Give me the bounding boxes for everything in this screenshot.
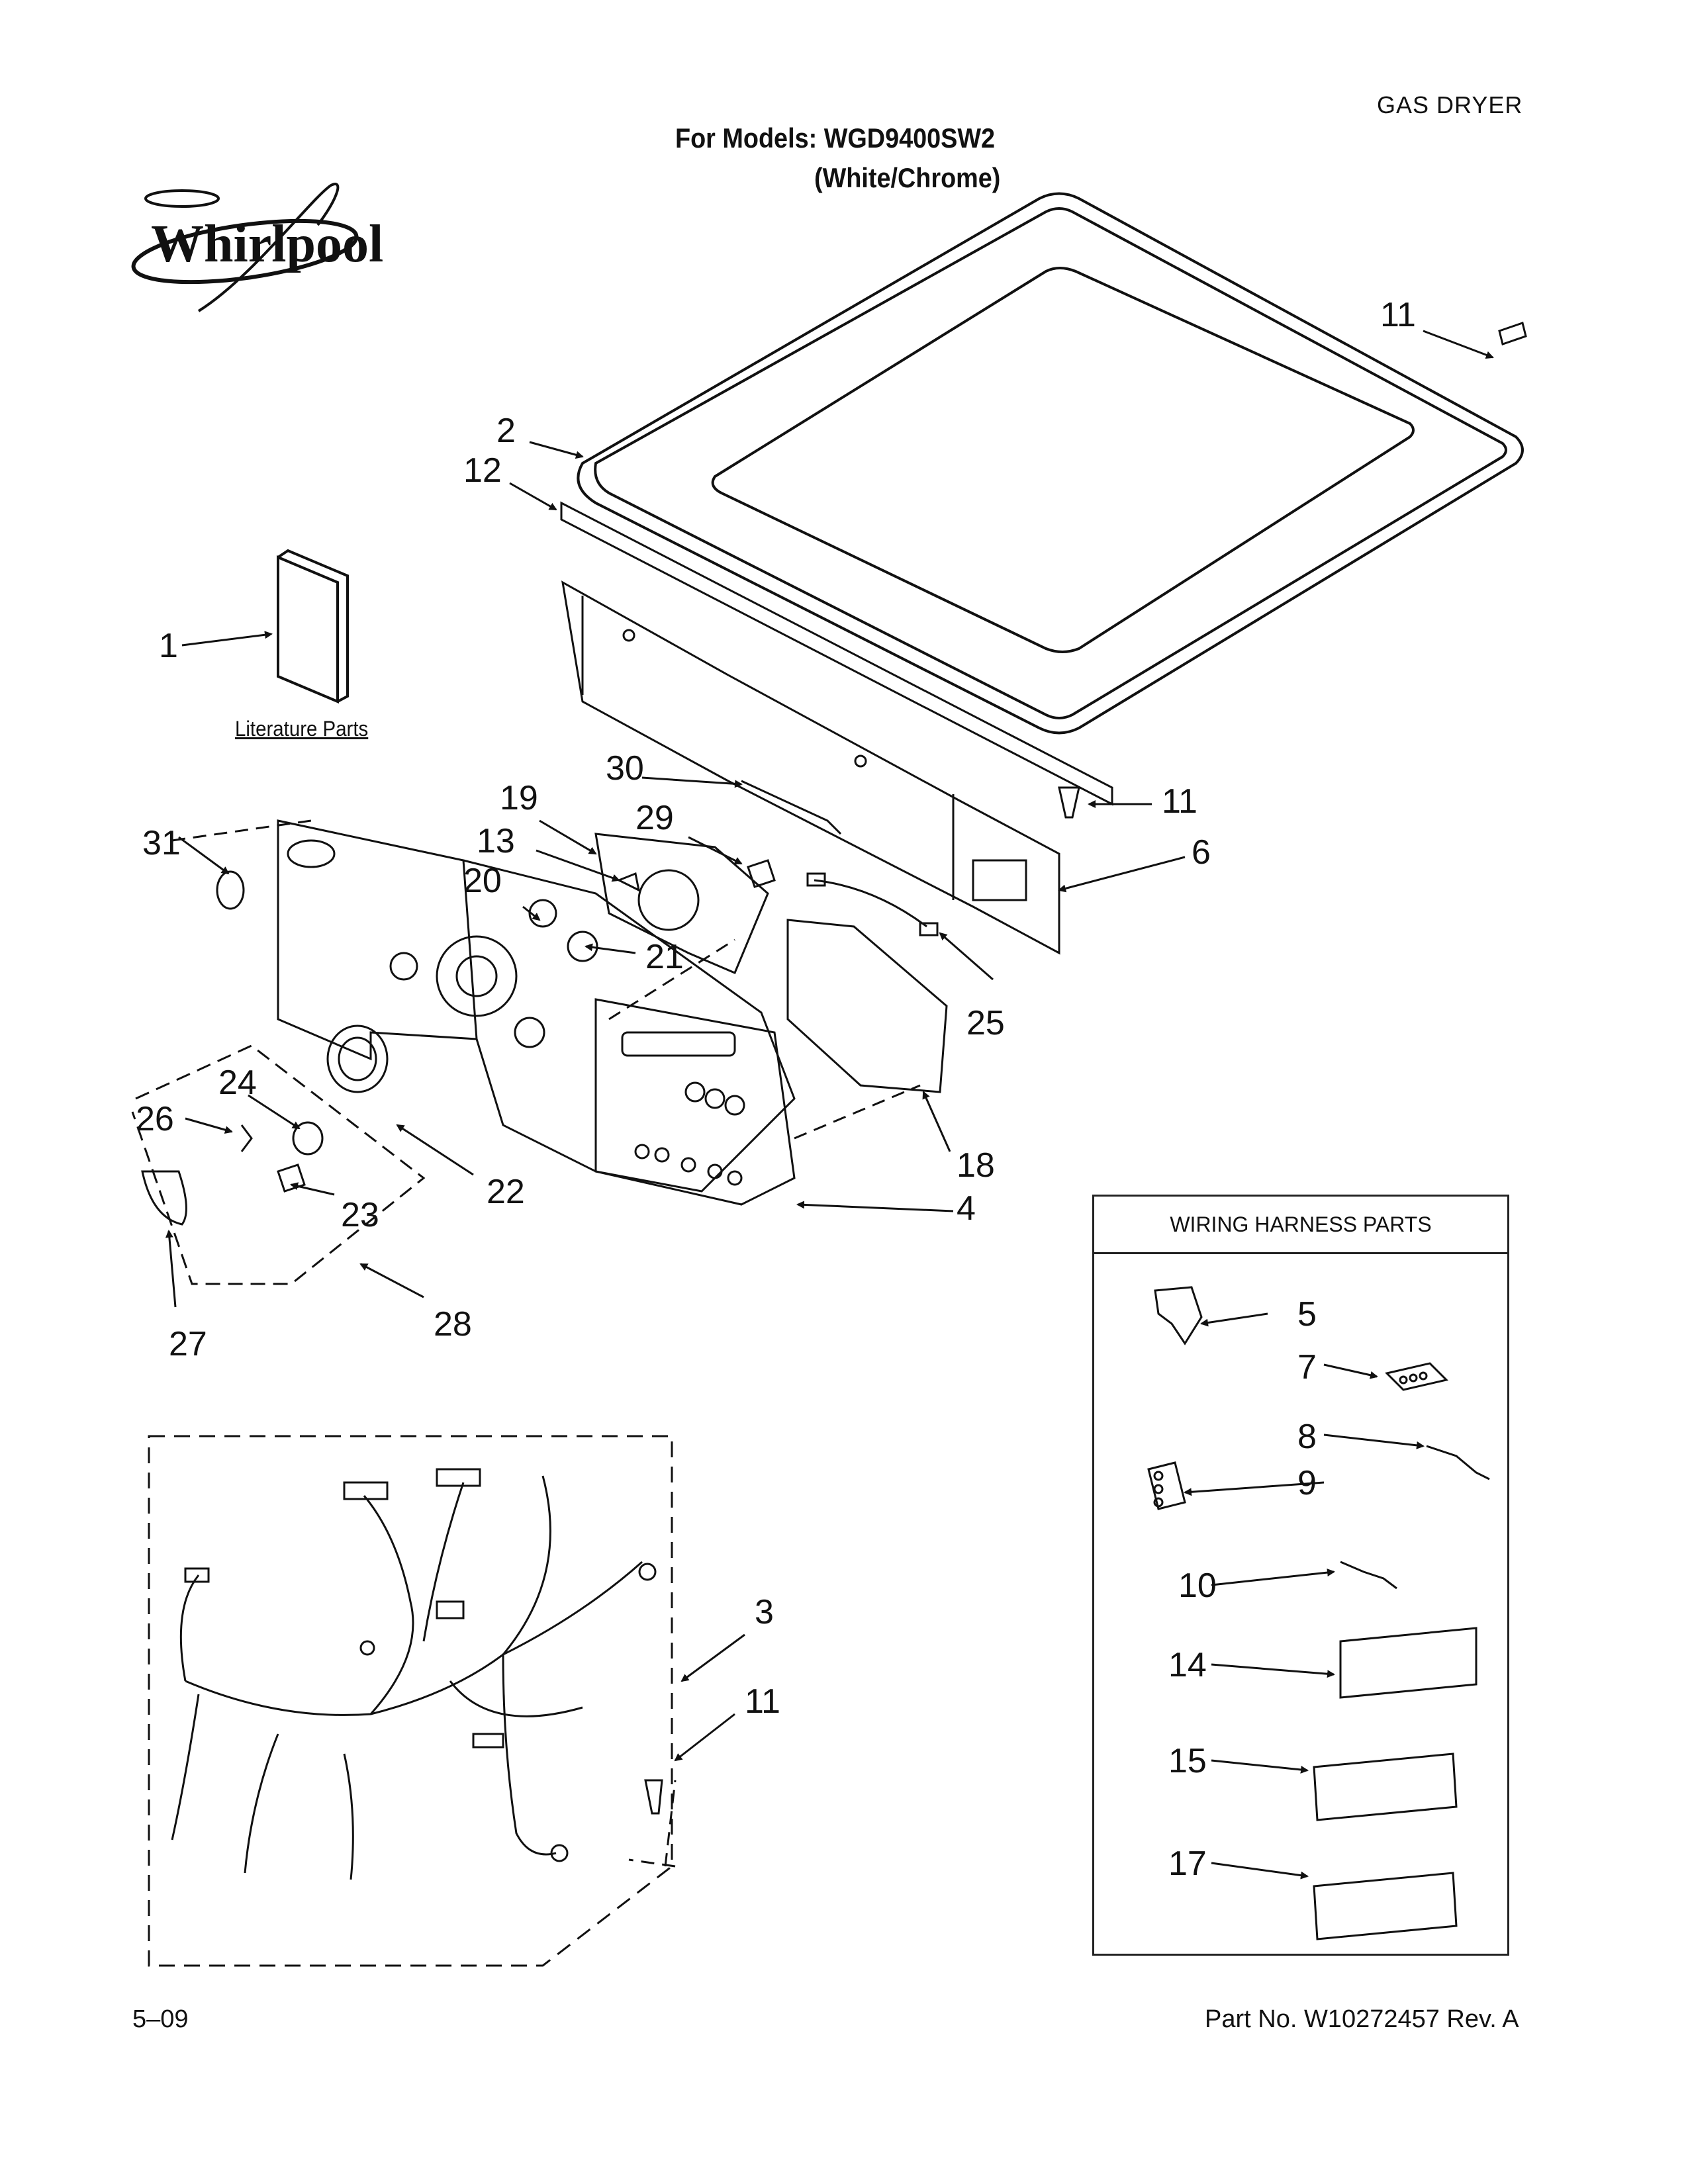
screw-icons <box>644 322 1527 1815</box>
callout-31: 31 <box>142 824 181 862</box>
harness-parts-drawings <box>1147 1286 1490 1940</box>
callout-28: 28 <box>434 1305 472 1343</box>
callout-24: 24 <box>218 1064 257 1102</box>
literature-parts-label: Literature Parts <box>235 717 369 741</box>
appliance-type-label: GAS DRYER <box>1377 91 1523 118</box>
interface-housing <box>528 833 769 974</box>
callout-15: 15 <box>1168 1742 1207 1780</box>
knob-assembly-outline <box>131 1044 426 1285</box>
brand-wordmark: Whirlpool <box>151 215 383 273</box>
knob-parts <box>141 1024 389 1226</box>
control-board <box>786 872 948 1093</box>
wire-harness <box>171 1468 657 1880</box>
callout-4: 4 <box>957 1189 976 1228</box>
callout-20: 20 <box>463 862 502 900</box>
wiring-harness-parts-title: WIRING HARNESS PARTS <box>1092 1195 1509 1254</box>
callout-3: 3 <box>755 1593 774 1631</box>
callout-18: 18 <box>957 1146 995 1185</box>
callout-11-harness: 11 <box>745 1682 780 1721</box>
whirlpool-logo: Whirlpool <box>131 183 383 312</box>
callout-11-bracket: 11 <box>1162 782 1197 821</box>
footer-date: 5–09 <box>132 2005 189 2033</box>
literature-book <box>277 549 349 704</box>
footer-part-number: Part No. W10272457 Rev. A <box>1205 2005 1519 2033</box>
callout-14: 14 <box>1168 1646 1207 1684</box>
callout-leaders <box>165 330 1494 1880</box>
callout-21: 21 <box>645 938 684 976</box>
callout-27: 27 <box>169 1325 207 1363</box>
callout-8: 8 <box>1297 1418 1317 1456</box>
callout-10: 10 <box>1178 1567 1217 1605</box>
callout-30: 30 <box>606 749 644 788</box>
callout-11-top: 11 <box>1380 296 1416 334</box>
callout-6: 6 <box>1192 833 1211 872</box>
callout-23: 23 <box>341 1196 379 1234</box>
overlay-badge <box>216 870 245 910</box>
callout-1: 1 <box>159 627 178 665</box>
callout-17: 17 <box>1168 1844 1207 1883</box>
callout-29: 29 <box>635 799 674 837</box>
callout-9: 9 <box>1297 1464 1317 1502</box>
assembly-dashed-lines <box>171 819 921 1868</box>
callout-12: 12 <box>463 451 502 490</box>
callout-13: 13 <box>477 822 515 860</box>
bracket-clip <box>747 859 776 888</box>
models-title: For Models: WGD9400SW2 <box>675 122 996 154</box>
wire-tie <box>741 780 842 835</box>
callout-5: 5 <box>1297 1295 1317 1334</box>
callout-25: 25 <box>966 1004 1005 1042</box>
wiring-harness-parts-box <box>1092 1195 1509 1956</box>
callout-19: 19 <box>500 779 538 817</box>
callout-2: 2 <box>496 412 516 450</box>
color-subtitle: (White/Chrome) <box>814 162 1001 193</box>
top-panel <box>577 192 1524 735</box>
callout-7: 7 <box>1297 1348 1317 1387</box>
wire-harness-outline <box>148 1435 673 1967</box>
callout-26: 26 <box>136 1100 174 1138</box>
console-bracket <box>561 580 1060 955</box>
callout-22: 22 <box>487 1173 525 1211</box>
control-console <box>277 819 796 1206</box>
